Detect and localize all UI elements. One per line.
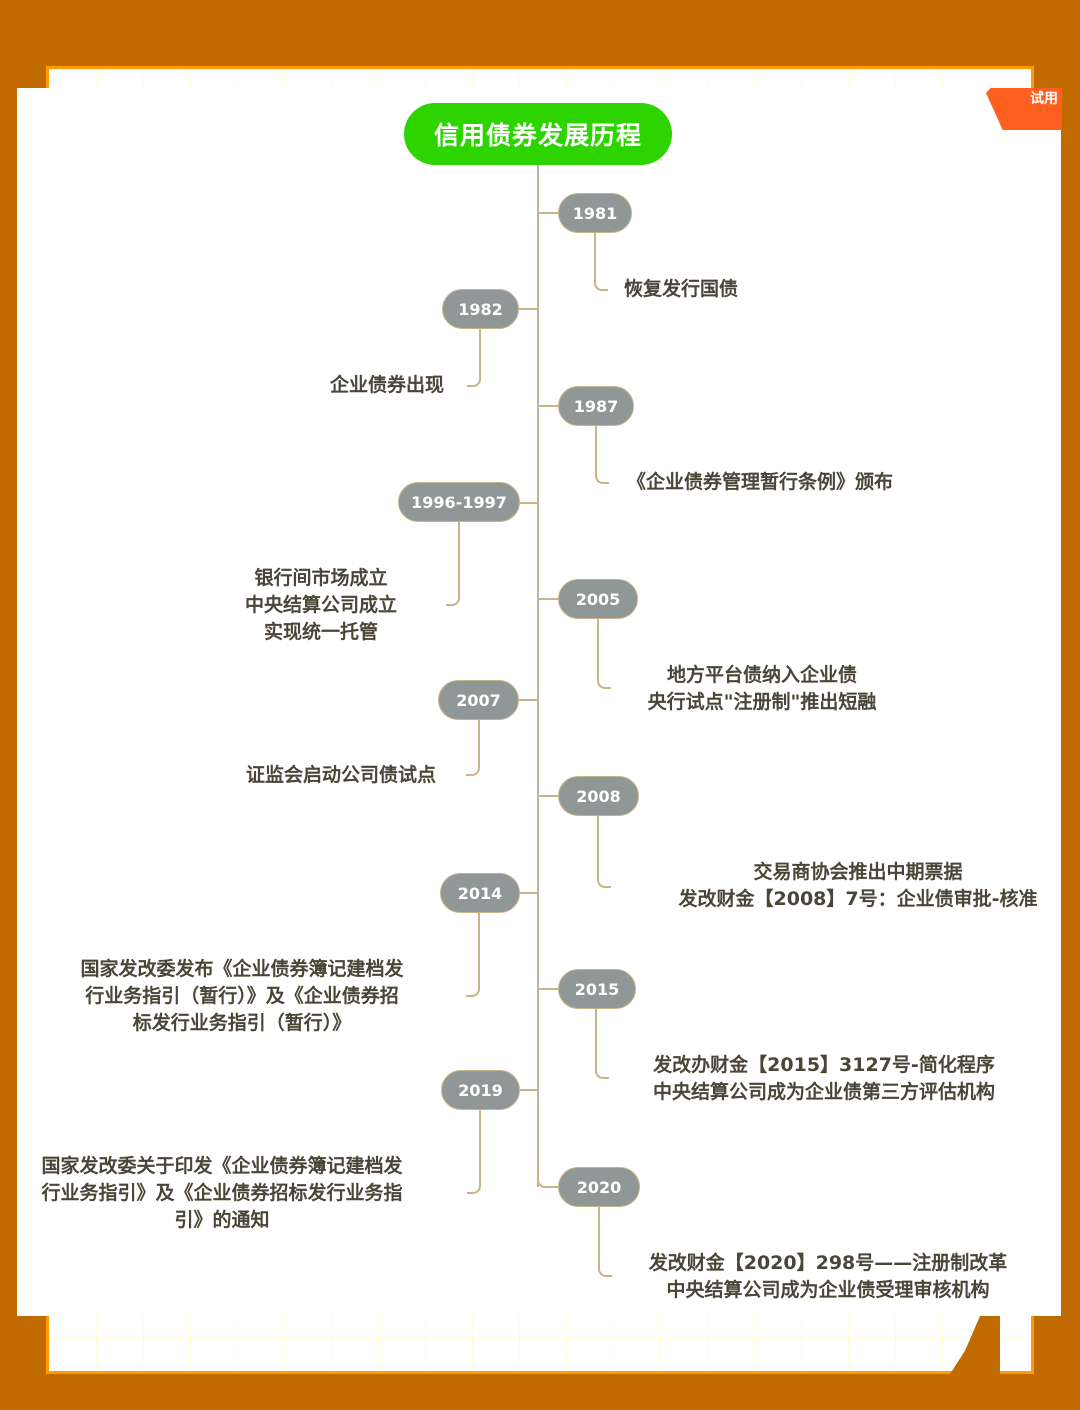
connector: [539, 988, 559, 990]
year-node-2015: 2015: [558, 969, 636, 1009]
desc-connector: [467, 329, 481, 387]
connector: [518, 699, 538, 701]
year-node-2005: 2005: [558, 579, 638, 619]
event-desc-2007: 证监会启动公司债试点: [246, 764, 437, 786]
connector: [518, 502, 538, 504]
year-node-2020: 2020: [558, 1167, 640, 1207]
desc-connector: [467, 1110, 481, 1194]
corner-tab-label: 试用: [1030, 91, 1058, 107]
event-desc-1981: 恢复发行国债: [624, 278, 739, 300]
event-desc-2005: 地方平台债纳入企业债 央行试点"注册制"推出短融: [647, 664, 877, 713]
spine-end-connector: [537, 1160, 559, 1188]
desc-connector: [446, 522, 460, 606]
desc-connector: [594, 233, 608, 291]
desc-connector: [597, 619, 611, 689]
year-node-2007: 2007: [438, 680, 519, 720]
year-node-2014: 2014: [440, 873, 520, 913]
desc-connector: [595, 1009, 609, 1079]
connector: [518, 892, 538, 894]
desc-connector: [598, 1207, 612, 1277]
desc-connector: [597, 816, 611, 888]
event-desc-2019: 国家发改委关于印发《企业债券簿记建档发 行业务指引》及《企业债券招标发行业务指 …: [41, 1155, 403, 1231]
diagram-sheet: [17, 88, 1061, 1316]
event-desc-2008: 交易商协会推出中期票据 发改财金【2008】7号：企业债审批-核准: [678, 861, 1038, 910]
event-desc-1996-1997: 银行间市场成立 中央结算公司成立 实现统一托管: [244, 567, 397, 643]
year-node-2008: 2008: [558, 776, 639, 816]
year-node-1981: 1981: [558, 193, 632, 233]
connector: [539, 405, 559, 407]
connector: [539, 212, 559, 214]
desc-connector: [466, 913, 480, 997]
desc-connector: [595, 426, 609, 484]
year-node-2019: 2019: [441, 1070, 520, 1110]
connector: [518, 1089, 538, 1091]
connector: [539, 795, 559, 797]
year-node-1996-1997: 1996-1997: [398, 482, 520, 522]
event-desc-2014: 国家发改委发布《企业债券簿记建档发 行业务指引（暂行）》及《企业债券招 标发行业…: [80, 958, 404, 1034]
event-desc-2020: 发改财金【2020】298号——注册制改革 中央结算公司成为企业债受理审核机构: [648, 1252, 1008, 1301]
timeline-spine: [537, 165, 539, 1187]
connector: [539, 598, 559, 600]
year-node-1982: 1982: [442, 289, 519, 329]
year-node-1987: 1987: [558, 386, 634, 426]
connector: [518, 308, 538, 310]
event-desc-2015: 发改办财金【2015】3127号-简化程序 中央结算公司成为企业债第三方评估机构: [652, 1054, 995, 1103]
event-desc-1982: 企业债券出现: [330, 374, 445, 396]
event-desc-1987: 《企业债券管理暂行条例》颁布: [627, 471, 894, 493]
desc-connector: [466, 720, 480, 776]
diagram-title: 信用债券发展历程: [404, 103, 672, 165]
